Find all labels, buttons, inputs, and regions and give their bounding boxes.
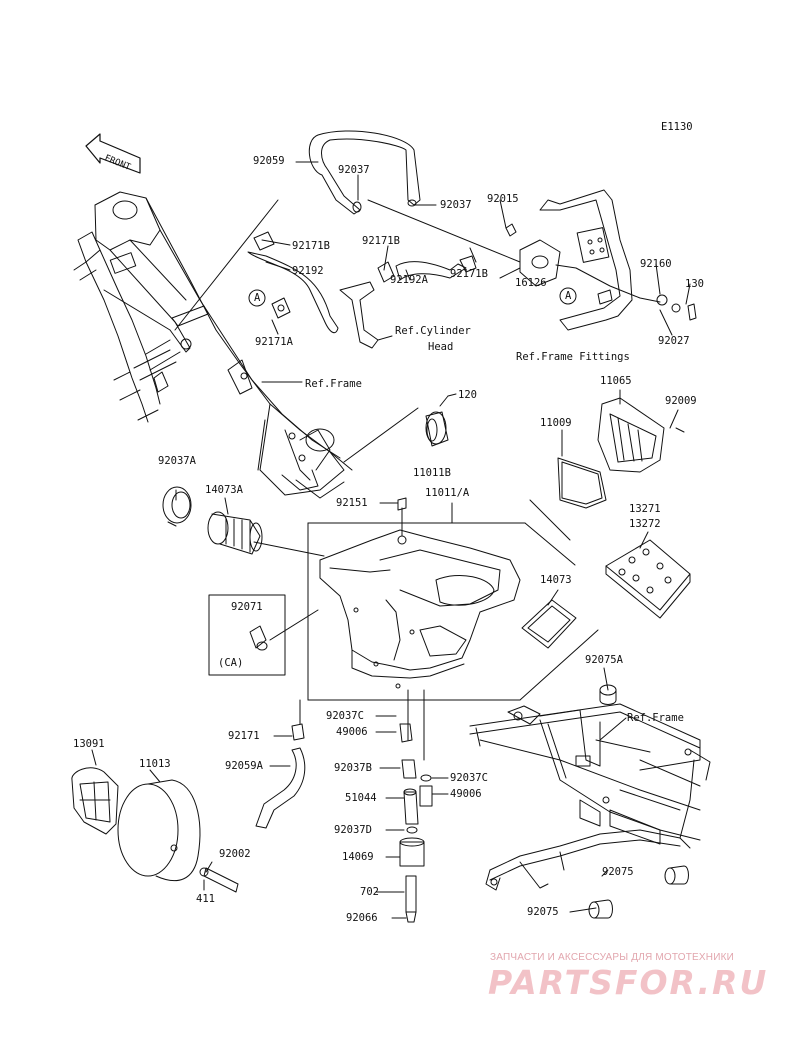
callout-92075-right: 92075	[602, 866, 634, 878]
diagram-id: E1130	[661, 121, 693, 133]
reference-marker-a-left	[248, 289, 266, 307]
callout-92037c-top: 92037C	[326, 710, 364, 722]
callout-49006-top: 49006	[336, 726, 368, 738]
callout-92037a: 92037A	[158, 455, 196, 467]
callout-13272: 13272	[629, 518, 661, 530]
marker-a-right-label: A	[565, 290, 572, 302]
valve-16126	[505, 223, 661, 303]
marker-a-left-label: A	[254, 292, 261, 304]
subframe-drawing	[469, 703, 711, 891]
callout-11011a: 11011/A	[425, 487, 470, 499]
filter-cover-13091	[71, 767, 119, 835]
callout-92009: 92009	[665, 395, 697, 407]
bushing-92075a	[599, 684, 617, 705]
clamp-92037a	[162, 486, 192, 527]
ref-frame-fittings: Ref.Frame Fittings	[516, 351, 630, 363]
frame-drawing	[73, 191, 353, 499]
callout-92037d: 92037D	[334, 824, 372, 836]
ref-frame-lower: Ref.Frame	[627, 712, 684, 724]
filter-element-11009	[557, 457, 607, 509]
bolt-92151	[397, 497, 407, 511]
callout-702: 702	[360, 886, 379, 898]
duct-14073a	[207, 511, 263, 555]
callout-92171a: 92171A	[255, 336, 293, 348]
callout-11065: 11065	[600, 375, 632, 387]
callout-411: 411	[196, 893, 215, 905]
callout-92192: 92192	[292, 265, 324, 277]
callout-130: 130	[685, 278, 704, 290]
callout-92037-right: 92037	[440, 199, 472, 211]
callout-92171b-mid: 92171B	[362, 235, 400, 247]
ref-cylinder-head-line2: Head	[428, 341, 454, 353]
air-box-11011	[319, 507, 521, 689]
bolt-92002	[199, 867, 239, 893]
front-arrow-icon: FRONT	[85, 133, 141, 174]
hose-92192a	[339, 255, 477, 349]
reference-marker-a-right	[559, 287, 577, 305]
frame-fitting-bracket	[539, 189, 697, 331]
callout-13271: 13271	[629, 503, 661, 515]
hose-92192	[247, 231, 339, 334]
callout-14073a: 14073A	[205, 484, 243, 496]
callout-92027: 92027	[658, 335, 690, 347]
callout-ca: (CA)	[218, 657, 244, 669]
plate-13271	[605, 539, 691, 619]
callout-92002: 92002	[219, 848, 251, 860]
duct-14073	[521, 599, 577, 649]
callout-11009: 11009	[540, 417, 572, 429]
ref-cylinder-head-line1: Ref.Cylinder	[395, 325, 471, 337]
element-holder-11065	[597, 397, 685, 473]
grommet-11011b	[425, 393, 457, 447]
callout-92151: 92151	[336, 497, 368, 509]
callout-92071: 92071	[231, 601, 263, 613]
callout-51044: 51044	[345, 792, 377, 804]
watermark-tagline: ЗАПЧАСТИ И АКСЕССУАРЫ ДЛЯ МОТОТЕХНИКИ	[490, 952, 735, 963]
callout-14073: 14073	[540, 574, 572, 586]
callout-92171: 92171	[228, 730, 260, 742]
breather-hose-92059	[308, 130, 421, 215]
callout-92066: 92066	[346, 912, 378, 924]
callout-92171b-right: 92171B	[450, 268, 488, 280]
inset-box-92071	[208, 594, 319, 676]
callout-92075-bottom: 92075	[527, 906, 559, 918]
callout-92160: 92160	[640, 258, 672, 270]
watermark-logo: PARTSFOR.RU	[488, 963, 769, 1002]
ref-frame-upper: Ref.Frame	[305, 378, 362, 390]
callout-92037-top: 92037	[338, 164, 370, 176]
callout-120: 120	[458, 389, 477, 401]
callout-92075a: 92075A	[585, 654, 623, 666]
air-filter-11013	[117, 779, 201, 882]
callout-92037b: 92037B	[334, 762, 372, 774]
callout-92059: 92059	[253, 155, 285, 167]
callout-14069: 14069	[342, 851, 374, 863]
callout-92015: 92015	[487, 193, 519, 205]
callout-92059a: 92059A	[225, 760, 263, 772]
callout-13091: 13091	[73, 738, 105, 750]
callout-92037c-right: 92037C	[450, 772, 488, 784]
callout-49006-right: 49006	[450, 788, 482, 800]
bushing-92075-bottom	[588, 899, 613, 919]
drain-assembly	[399, 723, 433, 923]
callout-16126: 16126	[515, 277, 547, 289]
drain-hose-92059a	[255, 699, 306, 829]
callout-92171b-left: 92171B	[292, 240, 330, 252]
callout-11011b: 11011B	[413, 467, 451, 479]
callout-11013: 11013	[139, 758, 171, 770]
bushing-92075-right	[664, 865, 689, 885]
callout-92192a: 92192A	[390, 274, 428, 286]
